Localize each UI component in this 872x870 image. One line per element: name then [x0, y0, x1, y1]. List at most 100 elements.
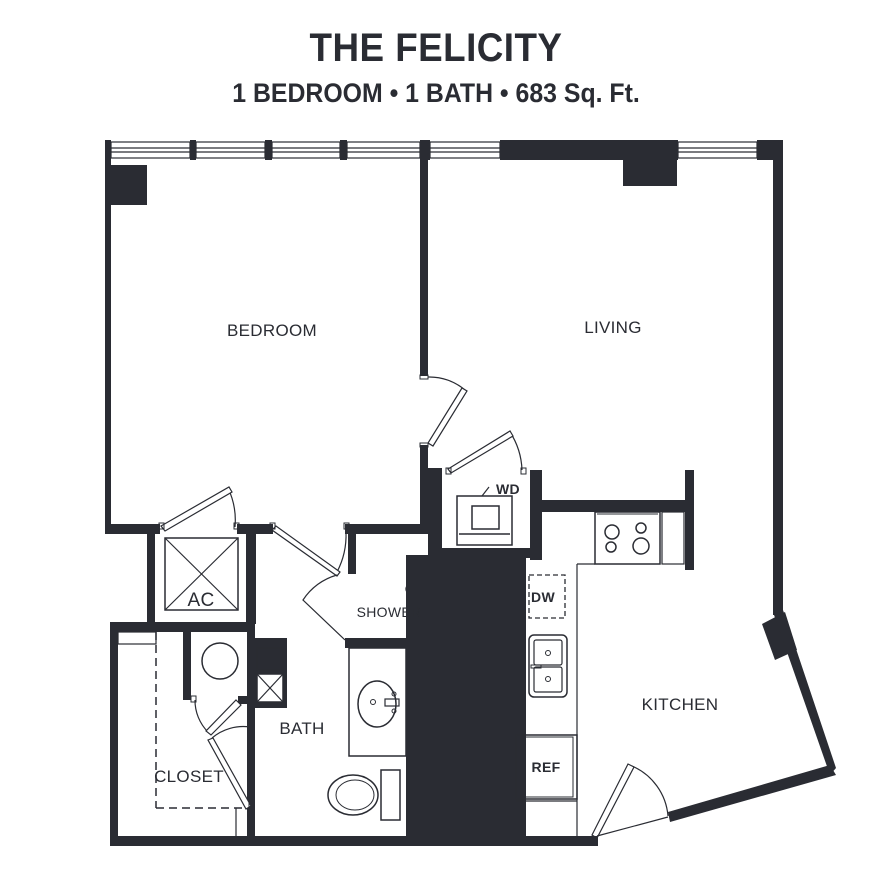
counter-segment	[661, 511, 685, 565]
burner	[635, 522, 647, 534]
window-mullion	[340, 140, 347, 160]
plan-title: THE FELICITY	[309, 26, 563, 70]
faucet-handle	[391, 708, 397, 714]
kitchen-partition-wall	[685, 470, 694, 570]
window	[110, 141, 191, 159]
window-mullion	[190, 140, 196, 160]
kitchen-faucet	[530, 664, 542, 669]
sink-drain	[545, 676, 551, 682]
door-jamb	[248, 802, 255, 810]
door-jamb	[343, 522, 350, 530]
burner	[605, 541, 617, 553]
kitchen-sink	[528, 634, 568, 698]
door-jamb	[520, 467, 527, 475]
fixture-label-wd: WD	[496, 481, 520, 497]
room-label-bedroom: BEDROOM	[227, 321, 317, 340]
kitchen-wall-left	[516, 555, 526, 836]
window	[271, 141, 341, 159]
exterior-wall-angled-bottom	[668, 765, 836, 822]
door-swing-arc	[211, 725, 251, 739]
sink-bowl	[533, 666, 563, 693]
partition-wall	[420, 158, 428, 376]
door-jamb	[419, 442, 429, 448]
ac-closet-wall	[246, 534, 256, 624]
door-swing-arc	[509, 431, 523, 471]
door-jamb	[233, 522, 240, 530]
burner	[632, 537, 650, 555]
door-leaf	[271, 525, 341, 577]
toilet-bowl	[327, 774, 379, 816]
fixture-label-ac: AC	[187, 590, 215, 611]
sink-bowl	[533, 639, 563, 666]
window-mullion	[105, 140, 111, 160]
exterior-wall-left	[105, 140, 111, 532]
closet-wall	[183, 632, 191, 700]
counter-edge	[576, 563, 595, 836]
exterior-wall-corner	[757, 140, 783, 160]
exterior-wall-right	[773, 150, 783, 615]
window	[429, 141, 501, 159]
bedroom-bottom-wall	[105, 524, 160, 534]
refrigerator	[515, 734, 578, 800]
faucet-handle	[391, 691, 397, 697]
refrigerator-inner	[517, 736, 574, 798]
closet-shelf	[117, 631, 157, 645]
ac-unit-cross	[164, 537, 239, 611]
sink-drain	[370, 699, 376, 705]
door-leaf	[427, 387, 468, 447]
wd-closet-wall	[530, 470, 542, 560]
ac-unit	[164, 537, 239, 611]
door-swing-arc	[427, 376, 466, 391]
bath-wall-right	[406, 648, 414, 836]
window-mullion	[420, 140, 430, 160]
sink-basin	[357, 680, 397, 728]
door-leaf	[447, 430, 514, 474]
toilet-seat	[335, 779, 375, 811]
door-jamb	[158, 522, 165, 530]
wd-closet-wall	[428, 548, 542, 558]
mechanical-shaft	[406, 535, 516, 836]
dishwasher	[528, 574, 566, 619]
door-jamb	[190, 695, 197, 703]
door-swing-arc	[631, 765, 669, 817]
water-heater	[201, 642, 239, 680]
fixture-label-ref: REF	[531, 759, 561, 775]
room-label-shower: SHOWER	[356, 604, 422, 620]
duct-cross	[256, 673, 284, 703]
bath-closet-wall	[247, 632, 255, 837]
closet-wall-left	[110, 622, 118, 844]
exterior-wall-top-solid	[500, 140, 678, 160]
room-label-closet: CLOSET	[154, 767, 224, 786]
sink-faucet	[384, 698, 400, 707]
window	[195, 141, 266, 159]
room-label-bath: BATH	[279, 719, 325, 738]
toilet-tank	[380, 769, 401, 821]
wd-leader-line	[481, 486, 490, 497]
mechanical-box-fill	[259, 650, 281, 668]
kitchen-partition-wall	[540, 500, 690, 512]
burner	[604, 524, 620, 540]
structural-column	[111, 165, 147, 205]
room-label-living: LIVING	[584, 318, 642, 337]
sink-drain	[545, 650, 551, 656]
door-jamb	[445, 467, 452, 475]
door-swing-arc	[336, 531, 347, 573]
shower-wall	[348, 534, 356, 574]
fixture-label-dw: DW	[531, 589, 555, 605]
mechanical-box	[256, 647, 284, 671]
window	[677, 141, 758, 159]
room-label-kitchen: KITCHEN	[641, 695, 719, 714]
door-threshold	[596, 816, 669, 837]
window	[346, 141, 421, 159]
exterior-wall-bottom	[110, 836, 530, 846]
wd-closet-wall	[428, 468, 442, 558]
shower-curtain	[302, 574, 346, 641]
window-mullion	[265, 140, 272, 160]
door-swing-arc	[194, 699, 209, 733]
partition-wall	[420, 445, 428, 525]
ac-closet-wall	[147, 534, 155, 624]
closet-wall	[238, 696, 250, 704]
bedroom-bottom-wall	[345, 524, 428, 534]
closet-wall-top	[110, 622, 255, 632]
